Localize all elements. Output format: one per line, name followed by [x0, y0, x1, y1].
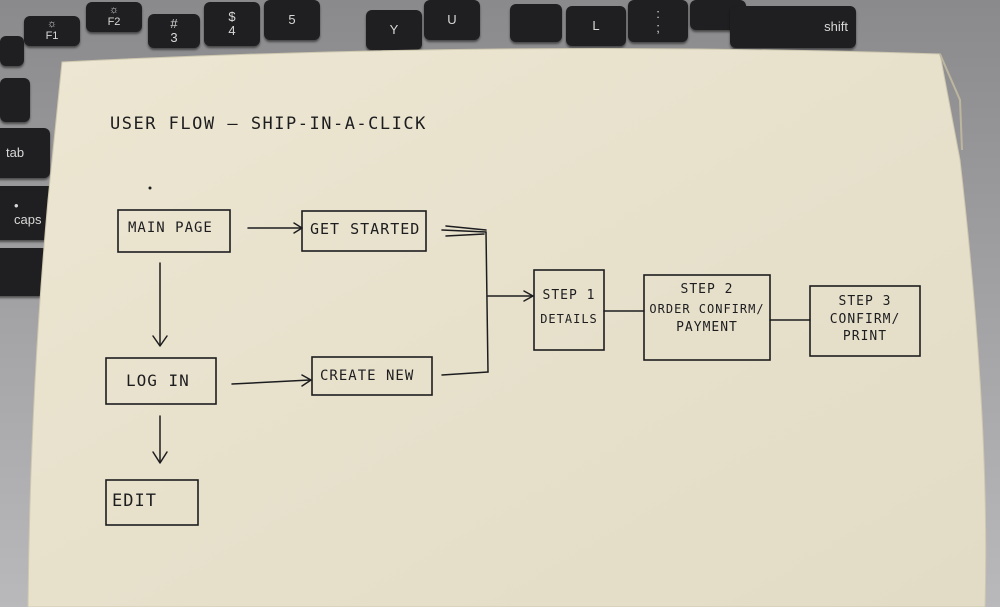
step3-line: PRINT [842, 329, 888, 345]
paper-fold [939, 53, 963, 151]
ink-dot [148, 186, 152, 190]
key-4: $4 [204, 2, 260, 46]
main-page-label: MAIN PAGE [128, 220, 213, 236]
diagram-title: USER FLOW – SHIP-IN-A-CLICK [110, 114, 427, 134]
key-f1: ☼F1 [24, 16, 80, 46]
step3-line: STEP 3 [838, 294, 892, 309]
step3-label: STEP 3 CONFIRM/ PRINT [812, 294, 918, 345]
main-page-box [117, 209, 231, 253]
key-semicolon: :; [628, 0, 688, 42]
step1-label: STEP 1 DETAILS [536, 288, 602, 326]
create-new-box [311, 356, 433, 396]
key-glyph: # [170, 16, 178, 32]
key-label: U [447, 12, 457, 28]
key-l: L [566, 6, 626, 46]
arrowhead [152, 451, 168, 464]
create-new-label: CREATE NEW [320, 368, 415, 384]
key-backtick [0, 78, 30, 122]
step2-line: STEP 2 [680, 282, 734, 297]
step3-line: CONFIRM/ [829, 311, 901, 327]
key-label: caps [14, 212, 42, 227]
key-label: L [592, 18, 600, 34]
key-f2: ☼F2 [86, 2, 142, 32]
key-3: #3 [148, 14, 200, 48]
key-label: ; [656, 20, 660, 35]
arrowhead [523, 290, 534, 302]
key-u: U [424, 0, 480, 40]
get-started-label: GET STARTED [310, 220, 421, 238]
key-label: 3 [170, 30, 178, 45]
step1-box [533, 269, 605, 351]
log-in-box [105, 357, 217, 405]
edit-label: EDIT [112, 491, 157, 511]
arrowhead [293, 222, 303, 234]
step1-line: STEP 1 [542, 288, 596, 303]
step2-line: PAYMENT [676, 319, 738, 335]
key-y: Y [366, 10, 422, 50]
arrow-strokes [445, 225, 487, 237]
step2-line: ORDER CONFIRM/ [649, 301, 765, 316]
key-tab: tab [0, 128, 50, 178]
key-shift: shift [730, 6, 856, 48]
key-label: 5 [288, 12, 296, 28]
key-escape [0, 36, 24, 66]
key-glyph: : [656, 6, 660, 22]
join-line [485, 231, 489, 373]
get-started-box [301, 210, 427, 252]
key-glyph: $ [228, 9, 236, 25]
key-shift-left [0, 248, 48, 296]
key-label: F2 [107, 16, 121, 28]
line-createnew-to-join [441, 371, 489, 376]
key-label: Y [389, 22, 399, 38]
log-in-label: LOG IN [126, 371, 190, 390]
arrowhead [152, 335, 168, 347]
step2-box [643, 274, 771, 361]
step1-line: DETAILS [540, 311, 598, 326]
key-5: 5 [264, 0, 320, 40]
brightness-icon: ☼ [46, 18, 58, 31]
key-label: shift [824, 19, 848, 35]
step3-box [809, 285, 921, 357]
brightness-icon: ☼ [108, 4, 120, 17]
key-label: 4 [228, 23, 236, 38]
arrow-getstarted-to-join [441, 229, 487, 233]
arrow-login-to-createnew [231, 379, 311, 385]
edit-box [105, 479, 199, 526]
key-extra-2 [510, 4, 562, 42]
key-glyph: • [14, 198, 19, 214]
paper-background [27, 48, 987, 607]
arrowhead [301, 374, 312, 387]
step2-label: STEP 2 ORDER CONFIRM/ PAYMENT [646, 282, 768, 336]
key-label: tab [6, 145, 25, 161]
key-label: F1 [45, 30, 59, 42]
